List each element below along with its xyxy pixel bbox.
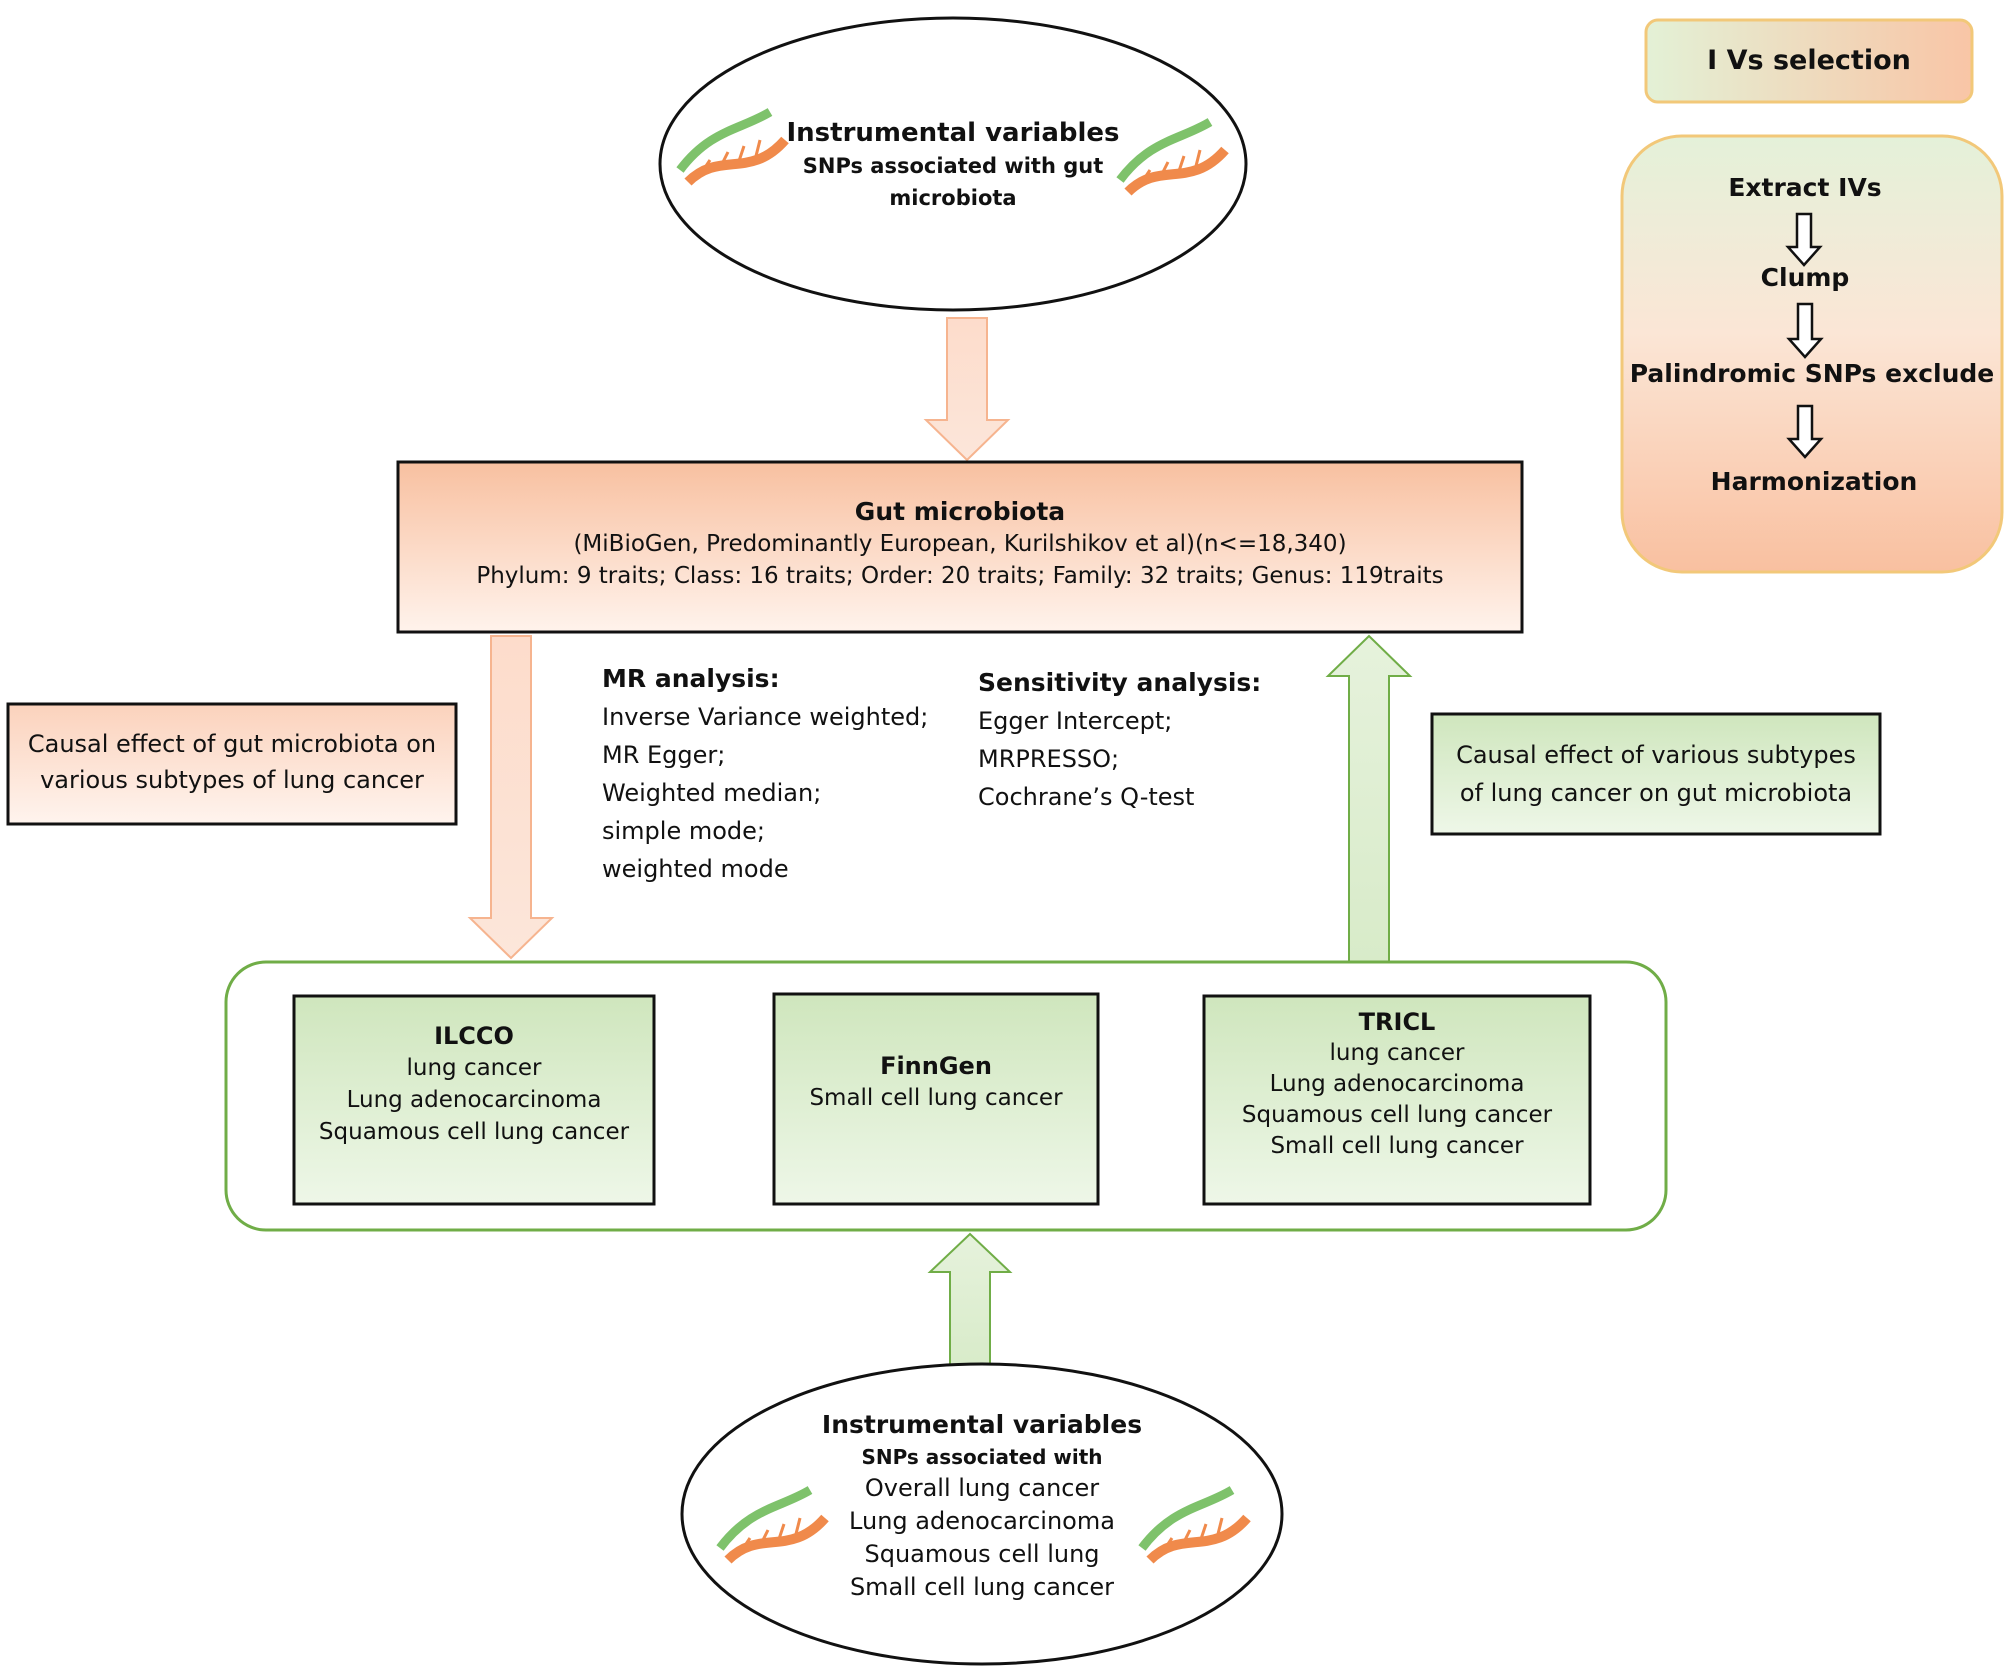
dataset-box-finngen [772,992,1100,1206]
sensitivity-title: Sensitivity analysis: [978,668,1262,697]
causal-right-box [1430,712,1882,836]
mr-analysis-block: MR analysis: Inverse Variance weighted; … [602,660,982,888]
ivs-panel [1620,134,2004,574]
bottom-ellipse-title: Instrumental variables [821,1410,1143,1439]
arrow-up-green-right [1325,634,1413,963]
dna-icon [716,1486,829,1564]
dataset-item: lung cancer [406,1055,542,1081]
causal-right-line2: of lung cancer on gut microbiota [1459,779,1853,807]
dataset-item: Lung adenocarcinoma [1269,1071,1525,1097]
ivs-step: Palindromic SNPs exclude [1629,359,1995,388]
arrow-down-hollow [1785,212,1823,267]
causal-left-box [6,702,458,826]
dataset-item: Small cell lung cancer [809,1085,1063,1111]
dataset-item: Squamous cell lung cancer [1241,1102,1553,1128]
top-ellipse-text: Instrumental variables SNPs associated w… [753,116,1153,214]
arrow-down-orange-left [467,635,555,960]
bottom-ellipse-text: Instrumental variables SNPs associated w… [782,1408,1182,1604]
gut-box-line1: (MiBioGen, Predominantly European, Kuril… [573,531,1347,557]
ivs-step: Extract IVs [1728,173,1882,202]
dataset-item: Squamous cell lung cancer [318,1119,630,1145]
arrow-down-orange-top [923,317,1011,462]
mr-analysis-item: weighted mode [602,855,789,883]
dataset-title: TRICL [1358,1008,1436,1036]
dataset-item: Small cell lung cancer [1270,1133,1524,1159]
mr-analysis-item: MR Egger; [602,741,726,769]
causal-right-line1: Causal effect of various subtypes [1456,741,1856,769]
sensitivity-item: MRPRESSO; [978,745,1120,773]
dataset-ilcco-text: ILCCO lung cancer Lung adenocarcinoma Sq… [294,1020,654,1148]
dataset-finngen-text: FinnGen Small cell lung cancer [774,1050,1098,1114]
ivs-title-box [1644,18,1974,104]
sensitivity-item: Cochrane’s Q-test [978,783,1195,811]
dataset-box-tricl [1202,994,1592,1206]
mr-analysis-item: Weighted median; [602,779,822,807]
bottom-ellipse-item: Squamous cell lung [864,1540,1100,1568]
arrow-down-hollow [1786,404,1824,459]
mr-analysis-item: Inverse Variance weighted; [602,703,929,731]
gut-box-line2: Phylum: 9 traits; Class: 16 traits; Orde… [476,563,1444,589]
arrow-up-green-bottom [927,1232,1013,1369]
bottom-ellipse-item: Overall lung cancer [864,1474,1100,1502]
dna-icon [1116,118,1229,196]
gut-box-text: Gut microbiota (MiBioGen, Predominantly … [398,496,1522,592]
top-ellipse-line2: microbiota [889,186,1017,210]
mr-analysis-item: simple mode; [602,817,765,845]
dataset-item: Lung adenocarcinoma [346,1087,602,1113]
ivs-step: Harmonization [1710,467,1918,496]
dna-icon [676,108,789,186]
dataset-item: lung cancer [1329,1040,1465,1066]
causal-left-line1: Causal effect of gut microbiota on [27,730,437,758]
arrow-down-hollow [1786,302,1824,359]
mr-analysis-title: MR analysis: [602,664,780,693]
top-ellipse-line1: SNPs associated with gut [802,154,1104,178]
bottom-ellipse [680,1362,1284,1666]
gut-box-title: Gut microbiota [854,497,1066,526]
causal-left-text: Causal effect of gut microbiota on vario… [8,726,456,798]
causal-left-line2: various subtypes of lung cancer [40,766,424,794]
causal-right-text: Causal effect of various subtypes of lun… [1432,736,1880,812]
bottom-ellipse-item: Lung adenocarcinoma [849,1507,1115,1535]
dataset-tricl-text: TRICL lung cancer Lung adenocarcinoma Sq… [1204,1006,1590,1162]
dataset-title: ILCCO [434,1022,514,1050]
top-ellipse-title: Instrumental variables [786,118,1120,148]
bottom-ellipse-subtitle: SNPs associated with [861,1445,1103,1469]
ivs-title: I Vs selection [1707,45,1911,76]
dataset-title: FinnGen [880,1052,992,1080]
ivs-step: Clump [1760,263,1850,292]
sensitivity-item: Egger Intercept; [978,707,1173,735]
top-ellipse [658,16,1248,312]
sensitivity-block: Sensitivity analysis: Egger Intercept; M… [978,664,1298,816]
gut-microbiota-box [396,460,1524,634]
dna-icon [1138,1486,1251,1564]
dataset-box-ilcco [292,994,656,1206]
bottom-ellipse-item: Small cell lung cancer [849,1573,1115,1601]
